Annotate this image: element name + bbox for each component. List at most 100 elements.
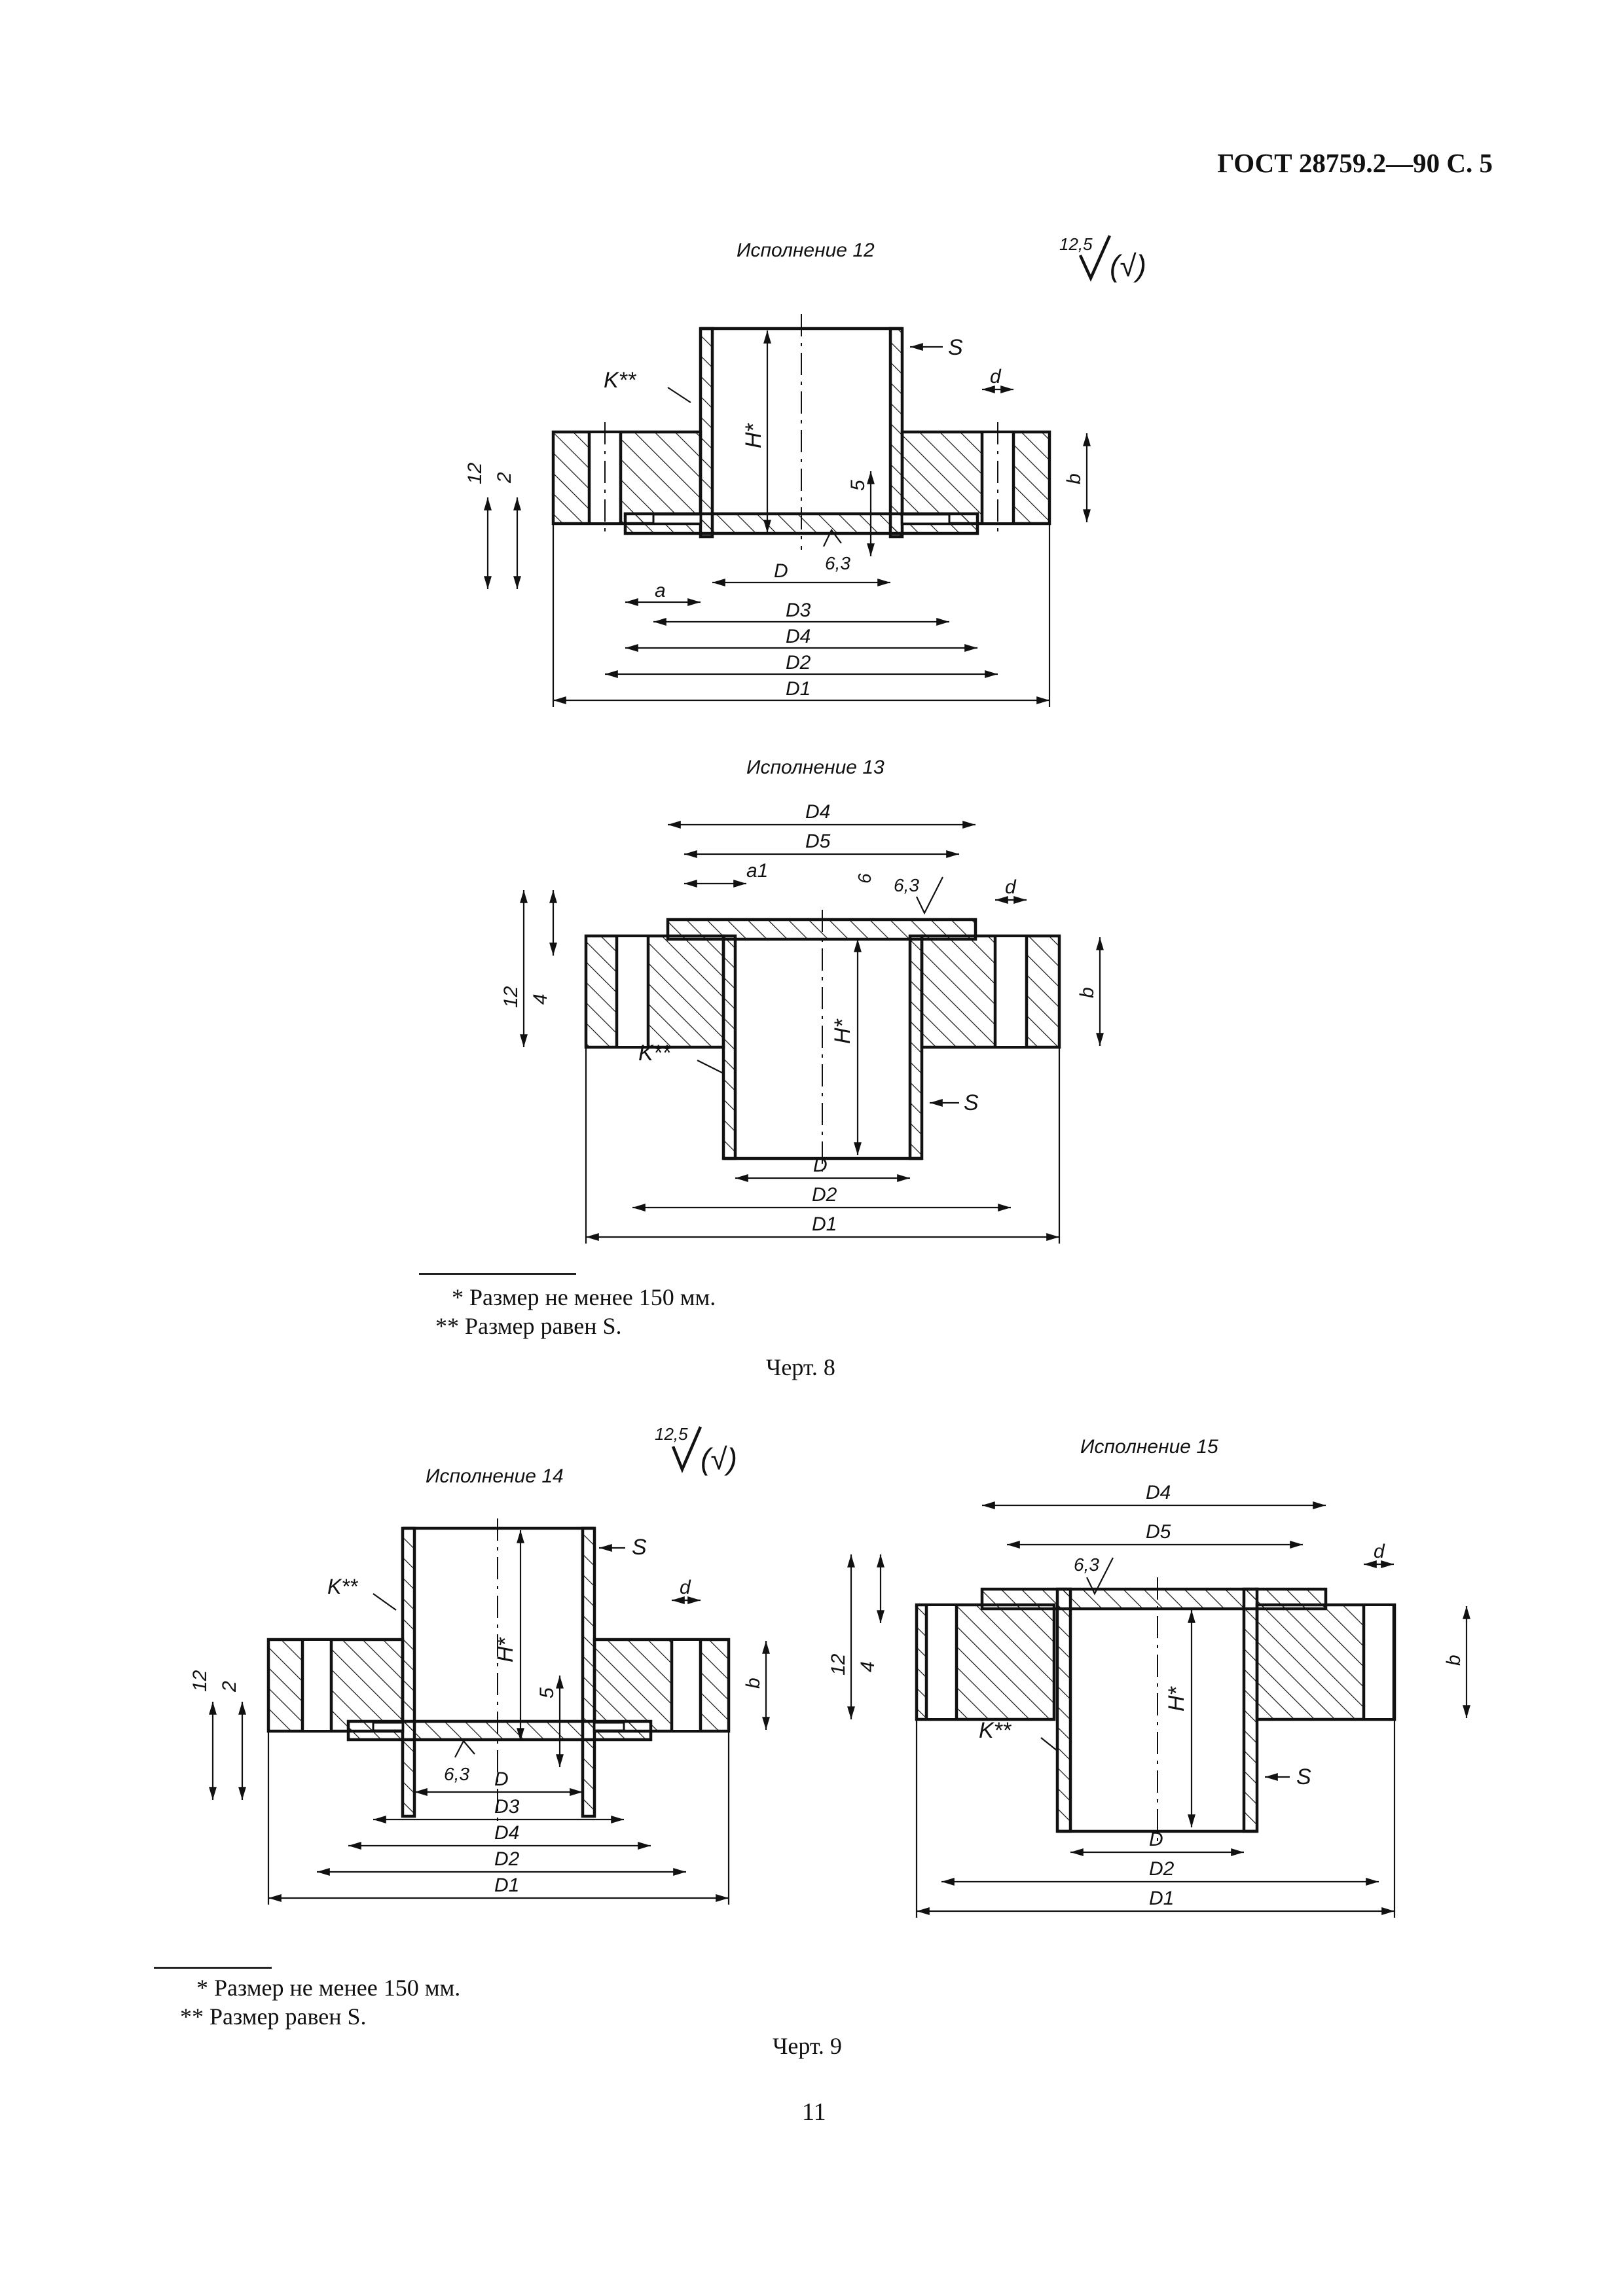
dim-D2: D2: [317, 1848, 686, 1876]
dim-S: S: [930, 1090, 979, 1115]
dim-D: D: [1070, 1829, 1244, 1856]
pipe-wall-left: [699, 327, 714, 539]
dim-a1: a1: [684, 860, 768, 888]
svg-text:H*: H*: [493, 1636, 518, 1662]
dim-D5: D5: [1007, 1521, 1303, 1549]
pipe-wall-right: [908, 934, 924, 1160]
drawing-version-13: Исполнение 13 D4 D5 a1 6 6,3 d b 12: [500, 757, 1104, 1244]
dim-K: K**: [979, 1718, 1058, 1751]
roughness-6-3: 6,3: [1074, 1554, 1114, 1596]
dim-6: 6: [854, 873, 875, 884]
flange-left: [584, 934, 725, 1049]
svg-text:12: 12: [828, 1653, 849, 1676]
dim-4: 4: [857, 1554, 884, 1672]
dim-H: H*: [1164, 1610, 1195, 1827]
dim-d: d: [1364, 1541, 1394, 1568]
figure-caption: Черт. 8: [766, 1354, 835, 1380]
dim-S: S: [599, 1535, 647, 1560]
svg-text:D: D: [1149, 1829, 1163, 1850]
svg-text:H*: H*: [741, 422, 766, 448]
svg-text:D5: D5: [1146, 1521, 1171, 1543]
dim-2: 2: [219, 1681, 246, 1800]
svg-text:K**: K**: [979, 1718, 1012, 1743]
svg-text:D3: D3: [786, 600, 811, 621]
dim-D4: D4: [625, 626, 977, 652]
version-label: Исполнение 15: [1080, 1436, 1218, 1458]
dim-d: d: [982, 366, 1013, 393]
drawing-version-12: Исполнение 12 12,5 (√) S H* K** d b: [464, 234, 1146, 707]
svg-text:d: d: [680, 1577, 691, 1598]
svg-text:b: b: [1076, 987, 1098, 998]
svg-text:D4: D4: [805, 801, 830, 823]
footnote-2: ** Размер равен S.: [435, 1313, 622, 1339]
svg-text:D: D: [813, 1155, 828, 1176]
dim-5: 5: [536, 1676, 564, 1767]
svg-text:D: D: [494, 1768, 509, 1790]
svg-text:(√): (√): [1110, 249, 1146, 283]
dim-S: S: [910, 335, 963, 360]
svg-text:H*: H*: [1164, 1685, 1189, 1712]
version-label: Исполнение 12: [737, 240, 875, 261]
dim-d: d: [672, 1577, 701, 1604]
svg-text:5: 5: [847, 480, 869, 491]
dim-12: 12: [464, 462, 492, 589]
svg-text:D4: D4: [786, 626, 811, 647]
dim-d: d: [995, 876, 1027, 904]
svg-text:d: d: [990, 366, 1002, 387]
pipe-wall-left: [401, 1526, 416, 1818]
pipe-wall-right: [1242, 1587, 1259, 1833]
svg-text:D2: D2: [494, 1848, 520, 1870]
dim-12: 12: [828, 1554, 855, 1719]
svg-text:D1: D1: [786, 678, 811, 700]
dim-D: D: [712, 560, 890, 586]
svg-text:D3: D3: [494, 1796, 520, 1818]
svg-text:4: 4: [530, 994, 551, 1005]
version-label: Исполнение 13: [746, 757, 884, 778]
svg-text:4: 4: [857, 1661, 879, 1672]
dim-5: 5: [847, 471, 875, 556]
figure-caption: Черт. 9: [773, 2033, 842, 2059]
flange-right: [900, 430, 1051, 526]
footnote-1: * Размер не менее 150 мм.: [196, 1975, 461, 2001]
pipe-wall-left: [721, 934, 737, 1160]
dim-D1: D1: [268, 1874, 729, 1902]
svg-text:d: d: [1374, 1541, 1385, 1562]
footnote-1: * Размер не менее 150 мм.: [452, 1284, 716, 1310]
svg-text:(√): (√): [701, 1442, 737, 1476]
dim-2: 2: [494, 472, 521, 589]
dim-4: 4: [530, 890, 557, 1005]
svg-text:D2: D2: [812, 1184, 837, 1206]
dim-b: b: [1076, 937, 1104, 1046]
svg-text:K**: K**: [638, 1041, 672, 1066]
dim-H: H*: [830, 939, 862, 1155]
pipe-wall-left: [1055, 1587, 1072, 1833]
svg-text:D: D: [774, 560, 788, 582]
page-header: ГОСТ 28759.2—90 С. 5: [1217, 148, 1493, 178]
roughness-symbol: 12,5 (√): [655, 1424, 737, 1476]
svg-text:6: 6: [854, 873, 875, 884]
dim-D3: D3: [653, 600, 949, 626]
svg-text:S: S: [948, 335, 963, 360]
svg-text:6,3: 6,3: [894, 875, 919, 895]
dim-b: b: [742, 1641, 770, 1730]
svg-text:12: 12: [464, 462, 486, 484]
dim-D1: D1: [553, 678, 1049, 704]
svg-text:S: S: [964, 1090, 979, 1115]
svg-text:6,3: 6,3: [825, 553, 850, 573]
dim-H: H*: [741, 330, 771, 533]
dim-D: D: [414, 1768, 583, 1796]
svg-text:12,5: 12,5: [655, 1424, 688, 1444]
dim-K: K**: [327, 1575, 397, 1611]
svg-text:K**: K**: [327, 1575, 359, 1598]
dim-12: 12: [500, 890, 528, 1047]
dim-H: H*: [493, 1530, 524, 1741]
dim-D2: D2: [632, 1184, 1011, 1211]
svg-text:a: a: [655, 580, 666, 601]
version-label: Исполнение 14: [426, 1465, 564, 1487]
dim-D2: D2: [941, 1858, 1379, 1886]
svg-text:D1: D1: [812, 1213, 837, 1235]
svg-text:S: S: [632, 1535, 647, 1560]
svg-text:D1: D1: [1149, 1888, 1174, 1909]
svg-text:S: S: [1296, 1765, 1311, 1789]
footnote-2: ** Размер равен S.: [180, 2003, 367, 2030]
